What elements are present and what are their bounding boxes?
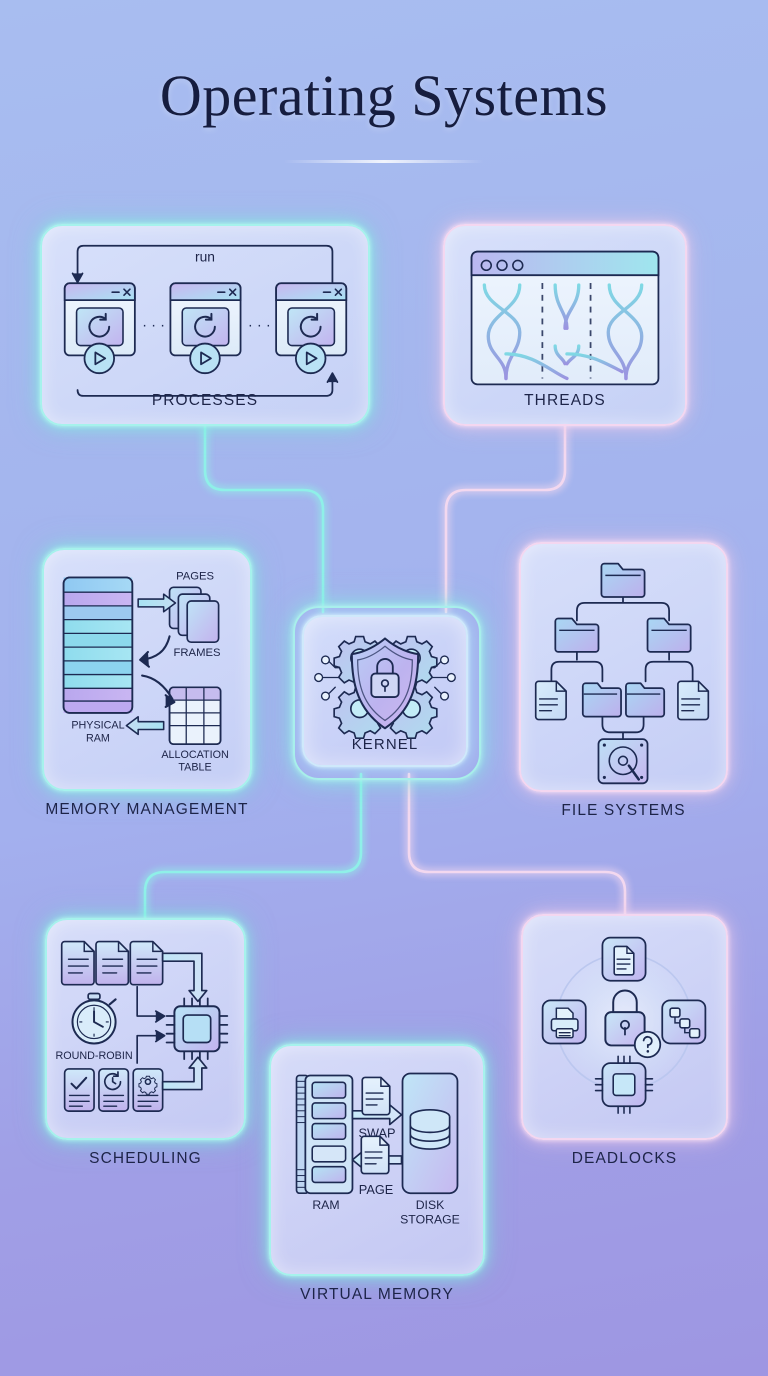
- card-label-virtual-memory: VIRTUAL MEMORY: [300, 1286, 454, 1303]
- printer-icon: [541, 999, 587, 1045]
- card-label-file-systems: FILE SYSTEMS: [561, 802, 686, 819]
- memory-ram-label-2: RAM: [86, 732, 110, 744]
- processes-flow-label: run: [195, 249, 215, 265]
- virtual-disk-label-2: STORAGE: [400, 1213, 460, 1227]
- card-kernel[interactable]: KERNEL: [302, 615, 468, 767]
- card-label-processes: PROCESSES: [151, 392, 259, 409]
- virtual-memory-illustration: RAM DISK STORAGE SW: [295, 1072, 460, 1227]
- card-label-kernel: KERNEL: [351, 736, 419, 753]
- edge-kernel-scheduling: [143, 772, 363, 920]
- memory-table-label-2: TABLE: [178, 762, 211, 774]
- virtual-disk-label-1: DISK: [416, 1198, 445, 1212]
- ram-stick-icon: [295, 1074, 354, 1195]
- document-icon: [534, 680, 567, 721]
- memory-illustration: PAGES FRAMES PHYSICAL RAM ALLOCATION TAB…: [62, 570, 229, 774]
- card-label-scheduling: SCHEDULING: [89, 1150, 202, 1167]
- deadlocks-illustration: [541, 936, 707, 1114]
- memory-frames-label: FRAMES: [174, 647, 221, 659]
- disk-storage-icon: [401, 1072, 459, 1195]
- filesystems-illustration: [534, 562, 710, 785]
- scheduling-illustration: ROUND-ROBIN: [55, 940, 229, 1112]
- memory-pages-label: PAGES: [176, 570, 214, 582]
- cpu-chip-icon: [594, 1055, 654, 1114]
- card-scheduling[interactable]: ROUND-ROBIN: [45, 918, 246, 1167]
- cpu-chip-icon: [165, 997, 229, 1061]
- scheduling-algorithm-label: ROUND-ROBIN: [55, 1050, 132, 1062]
- card-file-systems[interactable]: FILE SYSTEMS: [519, 542, 728, 819]
- card-label-memory-management: MEMORY MANAGEMENT: [45, 801, 249, 818]
- page-document-icon: [360, 1135, 390, 1175]
- kernel-illustration: [314, 635, 456, 740]
- shield-lock-icon: [350, 637, 420, 730]
- network-flow-icon: [661, 999, 707, 1045]
- folder-icon: [600, 562, 646, 598]
- threads-illustration: [470, 250, 660, 386]
- database-cylinder-icon: [409, 1108, 451, 1150]
- stopwatch-icon: [71, 992, 117, 1045]
- processes-ellipsis-1: · · ·: [142, 318, 165, 334]
- card-memory-management[interactable]: PAGES FRAMES PHYSICAL RAM ALLOCATION TAB…: [42, 548, 252, 818]
- swap-document-icon: [361, 1076, 391, 1116]
- virtual-page-label: PAGE: [359, 1182, 393, 1197]
- card-label-deadlocks: DEADLOCKS: [571, 1150, 678, 1167]
- memory-table-label-1: ALLOCATION: [161, 749, 228, 761]
- title-divider: [284, 160, 484, 163]
- card-deadlocks[interactable]: DEADLOCKS: [521, 914, 728, 1167]
- card-threads[interactable]: THREADS: [443, 224, 687, 426]
- document-icon: [601, 936, 647, 982]
- virtual-ram-label: RAM: [312, 1198, 339, 1212]
- page-title: Operating Systems: [159, 63, 609, 128]
- card-label-threads: THREADS: [524, 392, 606, 409]
- processes-ellipsis-2: · · ·: [248, 318, 271, 334]
- edge-kernel-deadlocks: [407, 772, 627, 916]
- processes-illustration: run · · ·: [63, 244, 348, 397]
- hard-disk-icon: [597, 738, 649, 785]
- memory-ram-label-1: PHYSICAL: [71, 720, 124, 732]
- card-virtual-memory[interactable]: RAM DISK STORAGE SW: [269, 1044, 485, 1303]
- padlock-question-icon: [604, 989, 662, 1059]
- card-processes[interactable]: run · · ·: [40, 224, 370, 426]
